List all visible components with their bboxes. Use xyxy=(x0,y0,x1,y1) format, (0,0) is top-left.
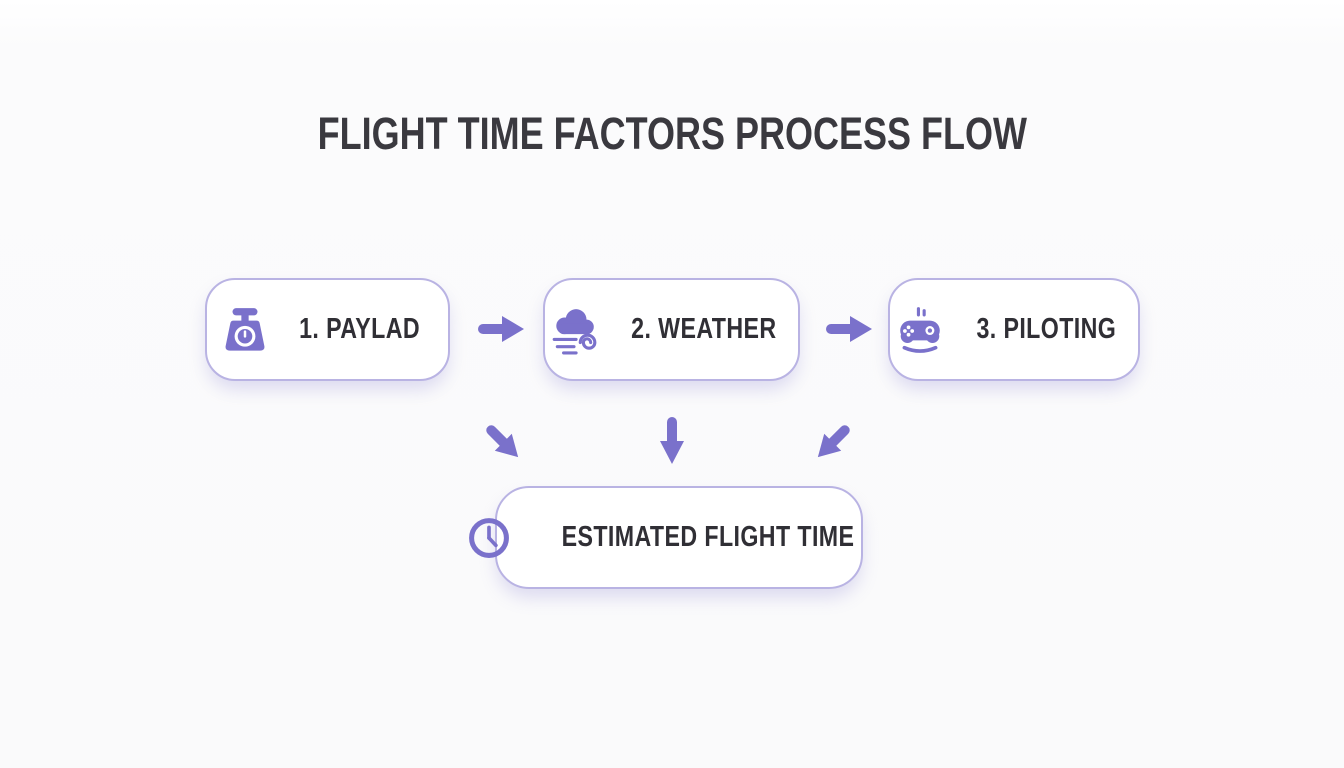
arrow-right-payload-to-weather-icon xyxy=(478,314,526,344)
page-title-text: FLIGHT TIME FACTORS PROCESS FLOW xyxy=(317,108,1027,159)
game-controller-icon xyxy=(895,305,945,355)
scale-icon xyxy=(220,305,270,355)
flow-node-piloting: 3. PILOTING xyxy=(888,278,1140,381)
arrow-right-weather-to-piloting-icon xyxy=(826,314,874,344)
clock-icon xyxy=(467,516,511,560)
flow-node-weather: 2. WEATHER xyxy=(543,278,800,381)
flow-node-label: 3. PILOTING xyxy=(976,313,1116,345)
page-title: FLIGHT TIME FACTORS PROCESS FLOW xyxy=(0,108,1344,160)
arrow-down-from-piloting-icon xyxy=(804,415,859,470)
arrow-down-from-weather-icon xyxy=(656,417,688,467)
flow-node-payload: 1. PAYLAD xyxy=(205,278,450,381)
flow-node-label: 2. WEATHER xyxy=(630,313,777,345)
flow-node-estimated-flight-time: ESTIMATED FLIGHT TIME xyxy=(469,486,863,589)
cloud-wind-icon xyxy=(549,305,599,355)
flow-node-label: ESTIMATED FLIGHT TIME xyxy=(561,521,855,553)
arrow-down-from-payload-icon xyxy=(476,415,531,470)
flow-node-label: 1. PAYLAD xyxy=(299,313,420,345)
